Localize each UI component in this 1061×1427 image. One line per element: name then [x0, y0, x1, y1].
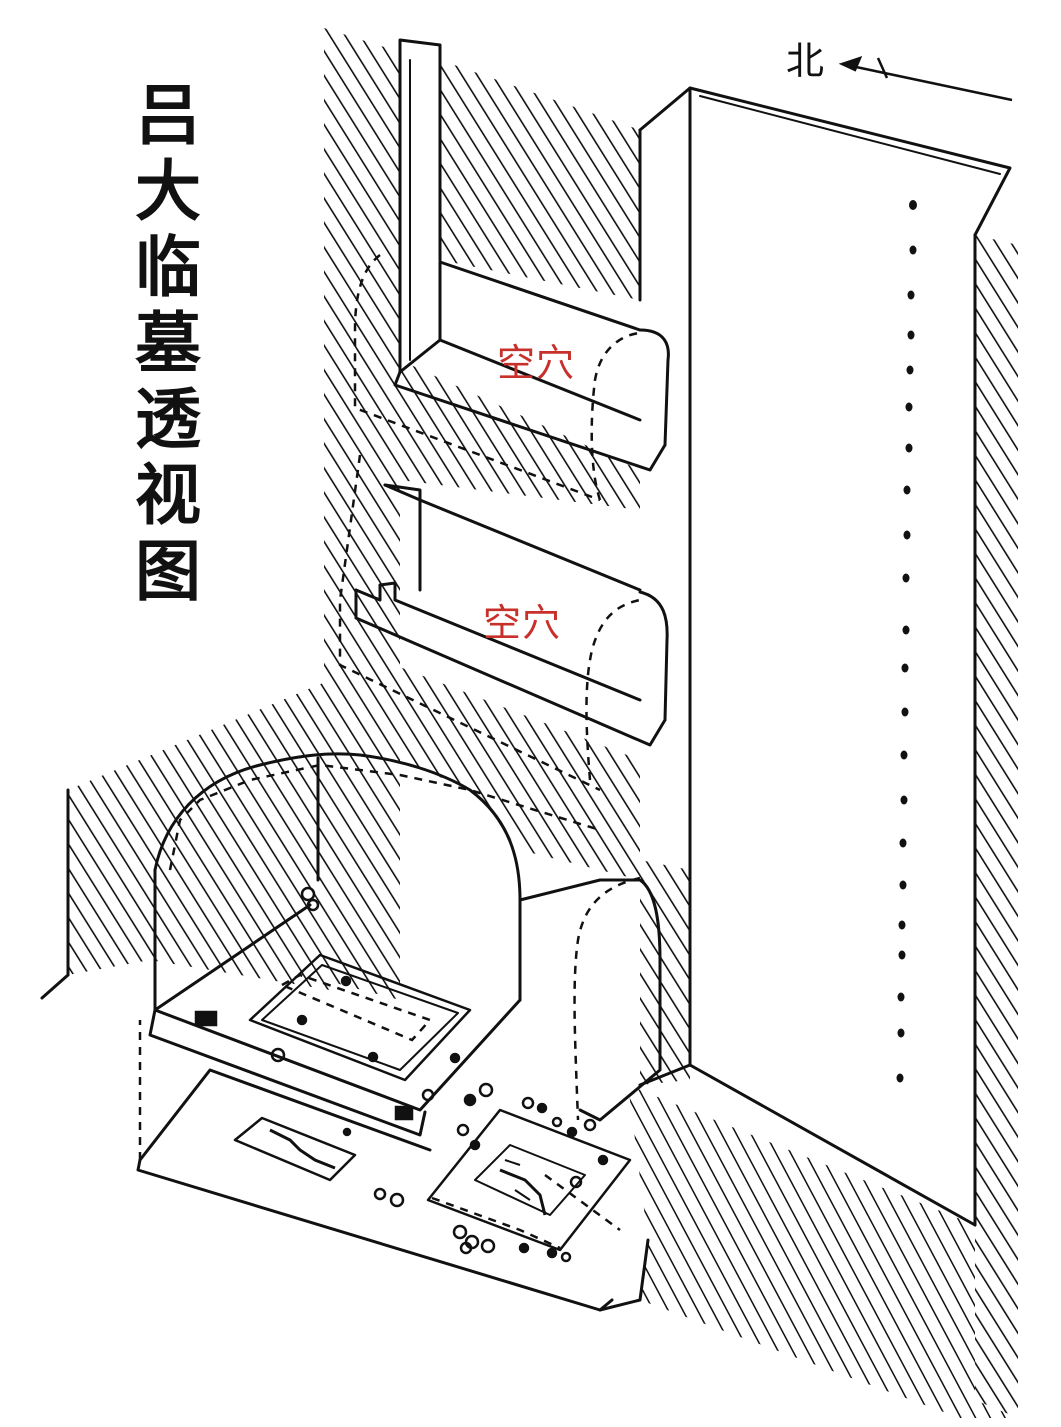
- wall-niche-dots: [896, 200, 917, 1083]
- structure-lines: [40, 38, 1012, 1312]
- title-character: 墓: [135, 305, 201, 382]
- figure-title: 吕大临墓透视图: [132, 78, 204, 610]
- grave-goods: [194, 886, 609, 1263]
- title-character: 图: [135, 533, 201, 610]
- title-character: 临: [135, 229, 201, 306]
- title-character: 吕: [135, 77, 201, 154]
- title-character: 大: [135, 153, 201, 230]
- upper-chamber-label: 空穴: [497, 341, 576, 385]
- middle-chamber-label: 空穴: [483, 601, 562, 645]
- hatched-earth: [68, 28, 1018, 1418]
- north-label: 北: [786, 39, 825, 83]
- title-character: 透: [135, 381, 201, 458]
- hidden-lines: [138, 254, 641, 1250]
- north-arrow: [838, 55, 1013, 102]
- title-character: 视: [135, 457, 201, 534]
